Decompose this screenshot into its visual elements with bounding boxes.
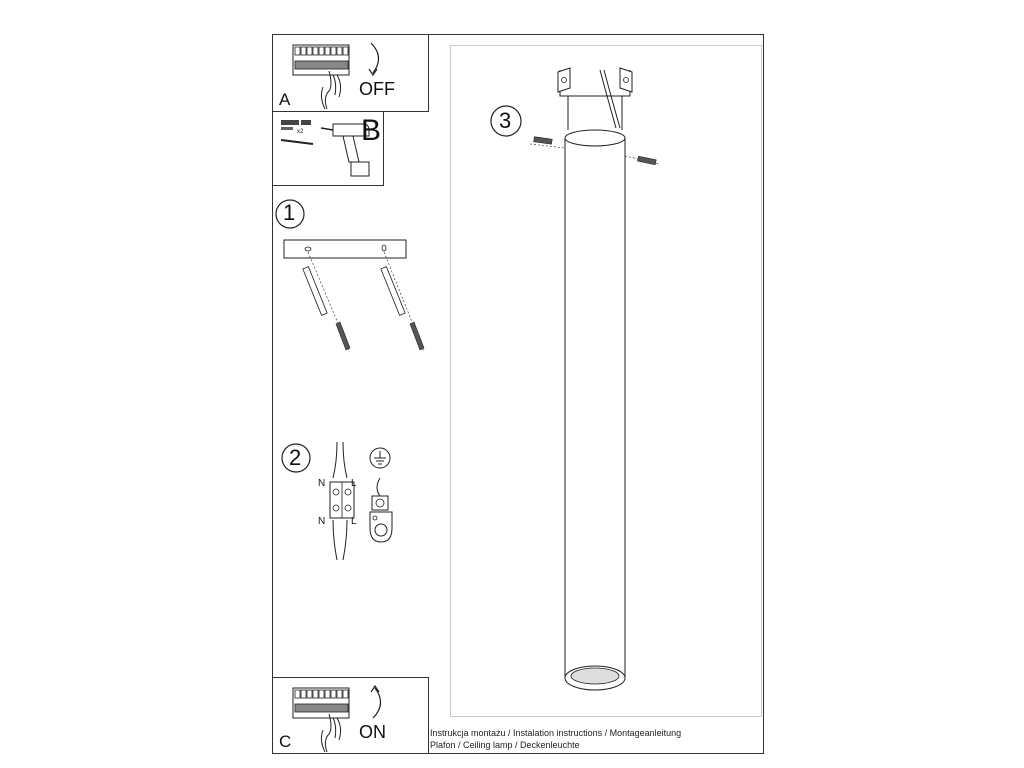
panel-c-power-on: C ON [272,677,429,754]
footer-product-type: Plafon / Ceiling lamp / Deckenleuchte [430,740,580,750]
panel-c-state-label: ON [359,722,386,742]
panel-b-tools: x2 B [272,111,384,186]
breaker-box-icon [292,44,350,110]
step-3-frame [450,45,762,717]
ceiling-lamp-tube-icon [529,67,661,691]
step-2-circle [281,443,311,473]
footer-instructions-title: Instrukcja montażu / Instalation instruc… [430,728,682,738]
anchors-and-screws-icon [280,120,314,145]
panel-b-letter: B [361,114,382,147]
step-2-number: 2 [289,445,302,470]
panel-a-state-label: OFF [359,79,395,99]
terminal-block-wiring-icon [329,441,355,561]
switch-off-arrow-icon [368,42,380,77]
mounting-plate-drill-icon [283,239,425,353]
switch-on-arrow-icon [370,684,382,719]
wire-n-top-label: N [318,478,326,489]
wire-n-bottom-label: N [318,516,326,527]
step-3-circle [490,105,522,137]
wire-l-top-label: L [351,478,357,489]
drill-icon [320,123,370,177]
panel-b-qty-label: x2 [297,129,304,135]
panel-a-power-off: A OFF [272,34,429,112]
breaker-box-icon [292,687,350,753]
wire-l-bottom-label: L [351,516,357,527]
ground-connection-icon [369,447,393,543]
step-3-number: 3 [499,108,512,133]
panel-a-letter: A [279,90,291,109]
panel-c-letter: C [279,732,292,751]
step-1-circle [275,199,305,229]
step-1-number: 1 [283,200,296,225]
